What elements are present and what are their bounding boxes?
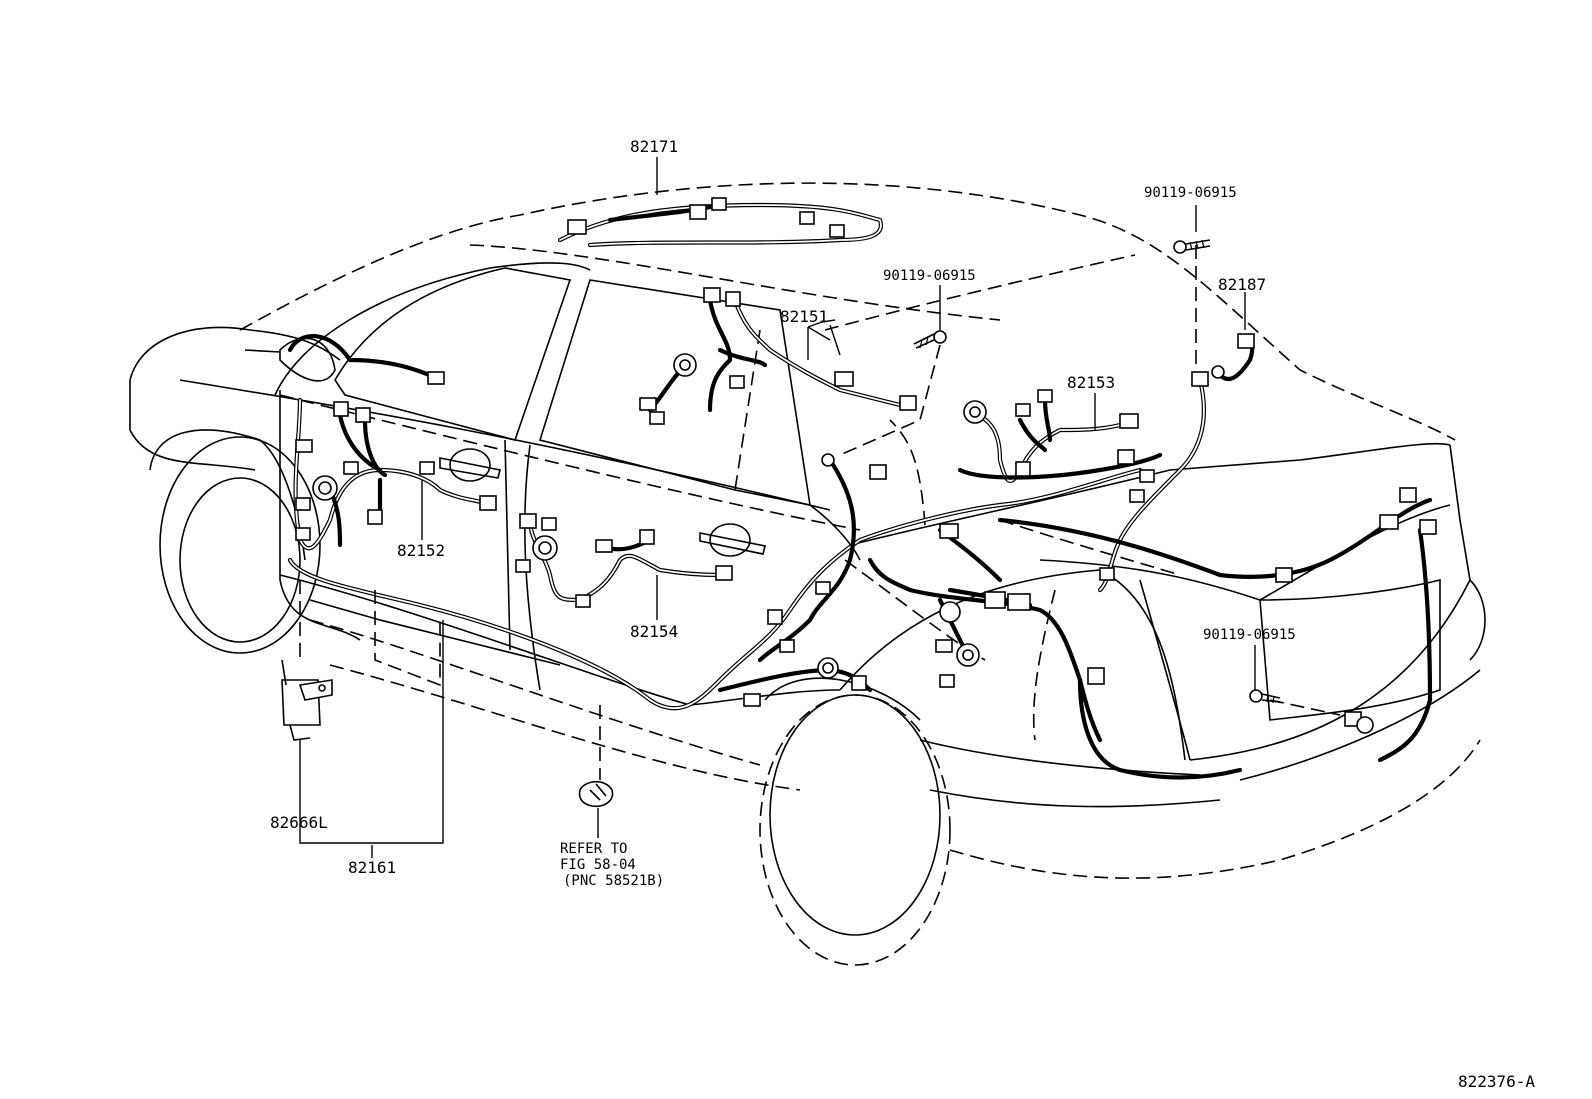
- label-82152: 82152: [397, 541, 445, 560]
- leader-lines: [299, 157, 1341, 858]
- reference-note-line1: REFER TO: [560, 841, 627, 857]
- part-82666L-bracket: [281, 659, 333, 741]
- label-bolt-rear: 90119-06915: [1203, 627, 1296, 643]
- label-82666L: 82666L: [270, 813, 328, 832]
- harness-82152-front-door: [287, 334, 497, 551]
- label-bolt-top: 90119-06915: [1144, 185, 1237, 201]
- bolt-90119-06915-rear: [1249, 689, 1281, 704]
- label-bolt-mid: 90119-06915: [883, 268, 976, 284]
- harness-82171-roof: [557, 197, 884, 248]
- label-82171: 82171: [630, 137, 678, 156]
- harness-82187-trunk-lid: [997, 333, 1437, 780]
- trunk-relay-cluster: [935, 587, 1033, 688]
- reference-note-line2: FIG 58-04: [560, 857, 636, 873]
- harness-82151-rear-door: [639, 287, 917, 425]
- bolt-90119-06915-mid: [913, 330, 947, 349]
- label-82187: 82187: [1218, 275, 1266, 294]
- figure-id: 822376-A: [1458, 1072, 1535, 1091]
- harness-82153-trunk: [957, 389, 1163, 503]
- label-82151: 82151: [780, 307, 828, 326]
- label-82161: 82161: [348, 858, 396, 877]
- part-clip-58521B: [578, 780, 614, 808]
- harness-82154-rear-door: [515, 513, 733, 608]
- car-body-outline: [129, 182, 1486, 966]
- label-82154: 82154: [630, 622, 678, 641]
- harness-82161-floor: [287, 453, 1143, 743]
- reference-note-line3: (PNC 58521B): [563, 873, 664, 889]
- part-labels: 82171 82151 82152 82153 82154 82161 8218…: [270, 137, 1535, 1091]
- bolt-90119-06915-top: [1173, 239, 1211, 254]
- label-82153: 82153: [1067, 373, 1115, 392]
